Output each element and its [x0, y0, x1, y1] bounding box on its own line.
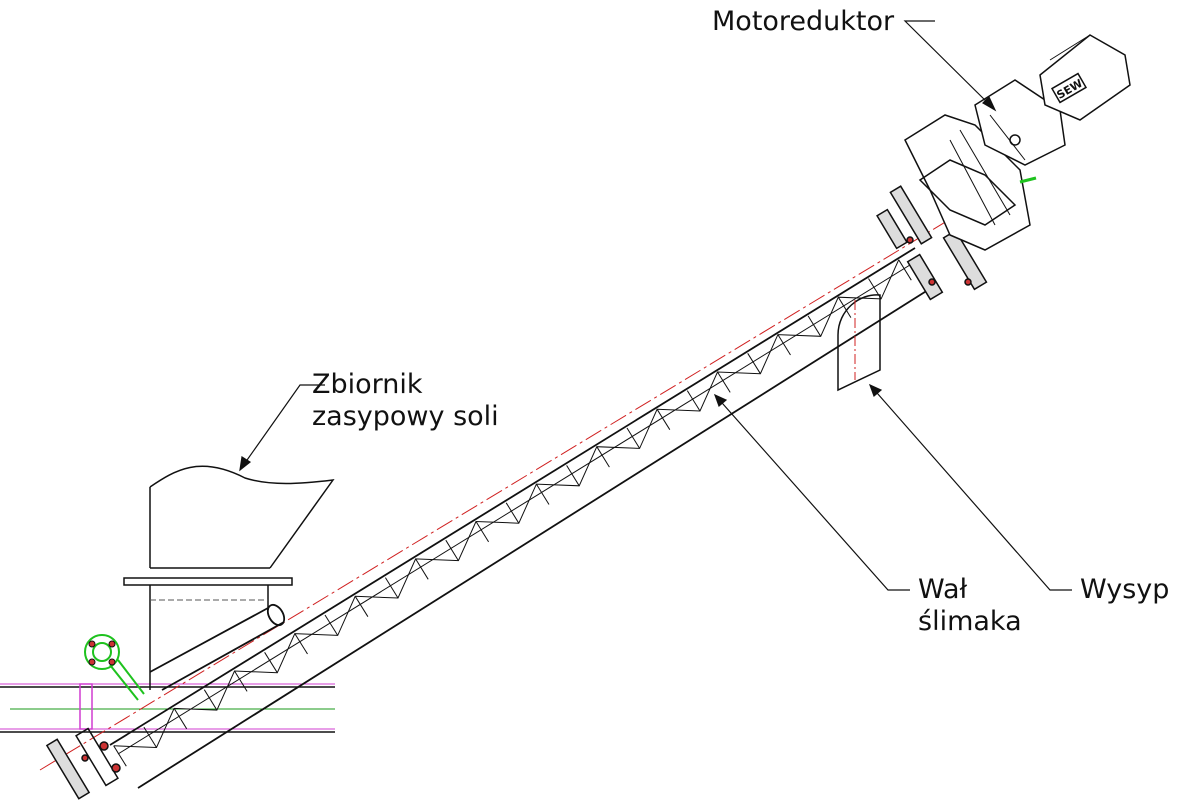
flight-blade [475, 521, 490, 543]
support-beam [0, 683, 335, 733]
flight-blade [264, 652, 278, 673]
flight-blade [143, 726, 157, 748]
flight-blade [656, 409, 671, 430]
label-outlet: Wysyp [1080, 574, 1170, 605]
flight-blade [535, 483, 550, 505]
flight-blade [807, 315, 822, 337]
flight-blade [234, 670, 248, 692]
flight-blade [686, 390, 701, 412]
upper-flanges [876, 185, 988, 301]
flight-blade [837, 296, 852, 318]
flight-blade [294, 633, 308, 655]
flight-blade [203, 689, 218, 711]
label-motor-reducer: Motoreduktor [712, 6, 895, 37]
flight-blade [113, 745, 127, 767]
label-salt-hopper-line1: Zbiornik [312, 369, 423, 400]
label-screw-shaft-line2: ślimaka [918, 606, 1022, 637]
flight-helix [113, 259, 900, 749]
leader-lines [239, 20, 1072, 591]
flight-blade [173, 708, 188, 730]
flight-blade [596, 446, 610, 468]
flight-blade [354, 596, 369, 617]
level-sensor [84, 634, 145, 701]
flight-blade [777, 334, 791, 356]
screw-flights [113, 259, 912, 767]
salt-hopper [123, 465, 335, 690]
conveyor-tube [39, 194, 991, 789]
flight-blade [324, 614, 339, 636]
flight-blade [415, 558, 429, 580]
flight-blade [747, 353, 761, 374]
label-screw-shaft-line1: Wał [918, 574, 968, 605]
gear-motor: SEW [904, 34, 1131, 251]
flight-blade [898, 259, 912, 281]
flight-blade [505, 502, 520, 524]
flight-blade [717, 371, 731, 393]
label-screw-shaft: Wał ślimaka [918, 574, 1022, 638]
label-salt-hopper: Zbiornik zasypowy soli [312, 369, 499, 433]
flight-blade [626, 427, 641, 449]
label-salt-hopper-line2: zasypowy soli [312, 401, 499, 432]
flight-blade [384, 577, 399, 599]
flight-blade [445, 539, 459, 561]
outlet-chute [837, 294, 881, 392]
flight-blade [566, 465, 580, 487]
lower-bearing-flange [45, 727, 121, 800]
